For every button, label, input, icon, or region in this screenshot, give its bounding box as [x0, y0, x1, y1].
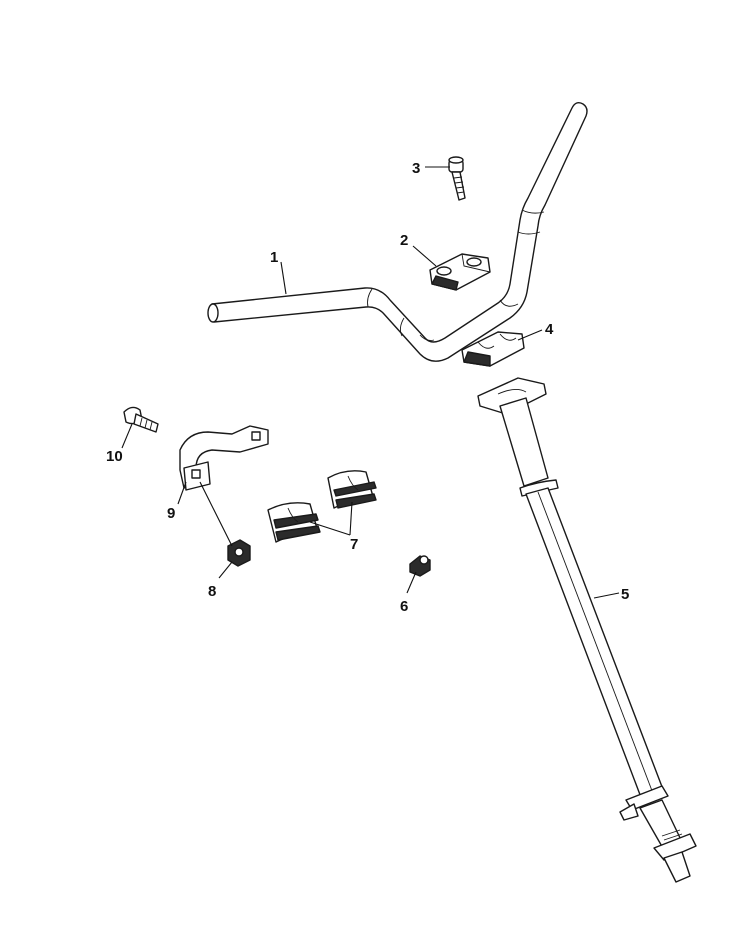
grease-fitting[interactable] — [409, 555, 431, 577]
leader-lines — [121, 166, 620, 599]
callout-1: 1 — [270, 249, 278, 266]
steering-post[interactable] — [477, 377, 697, 883]
bushing-pair[interactable] — [267, 470, 377, 543]
carriage-bolt[interactable] — [123, 406, 159, 433]
callout-2: 2 — [400, 232, 408, 249]
clamp-bolt[interactable] — [448, 156, 466, 201]
callout-4: 4 — [545, 321, 554, 338]
handlebar[interactable] — [207, 101, 588, 362]
callout-5: 5 — [621, 586, 629, 603]
upper-handlebar-clamp[interactable] — [429, 253, 491, 291]
handlebar-bracket[interactable] — [179, 425, 269, 491]
callouts: 1 2 3 4 5 6 7 8 9 10 — [106, 160, 629, 615]
callout-3: 3 — [412, 160, 420, 177]
callout-6: 6 — [400, 598, 408, 615]
lower-handlebar-clamp[interactable] — [461, 331, 525, 367]
callout-7: 7 — [350, 536, 358, 553]
callout-10: 10 — [106, 448, 123, 465]
callout-9: 9 — [167, 505, 175, 522]
callout-8: 8 — [208, 583, 216, 600]
flange-nut[interactable] — [227, 539, 251, 567]
